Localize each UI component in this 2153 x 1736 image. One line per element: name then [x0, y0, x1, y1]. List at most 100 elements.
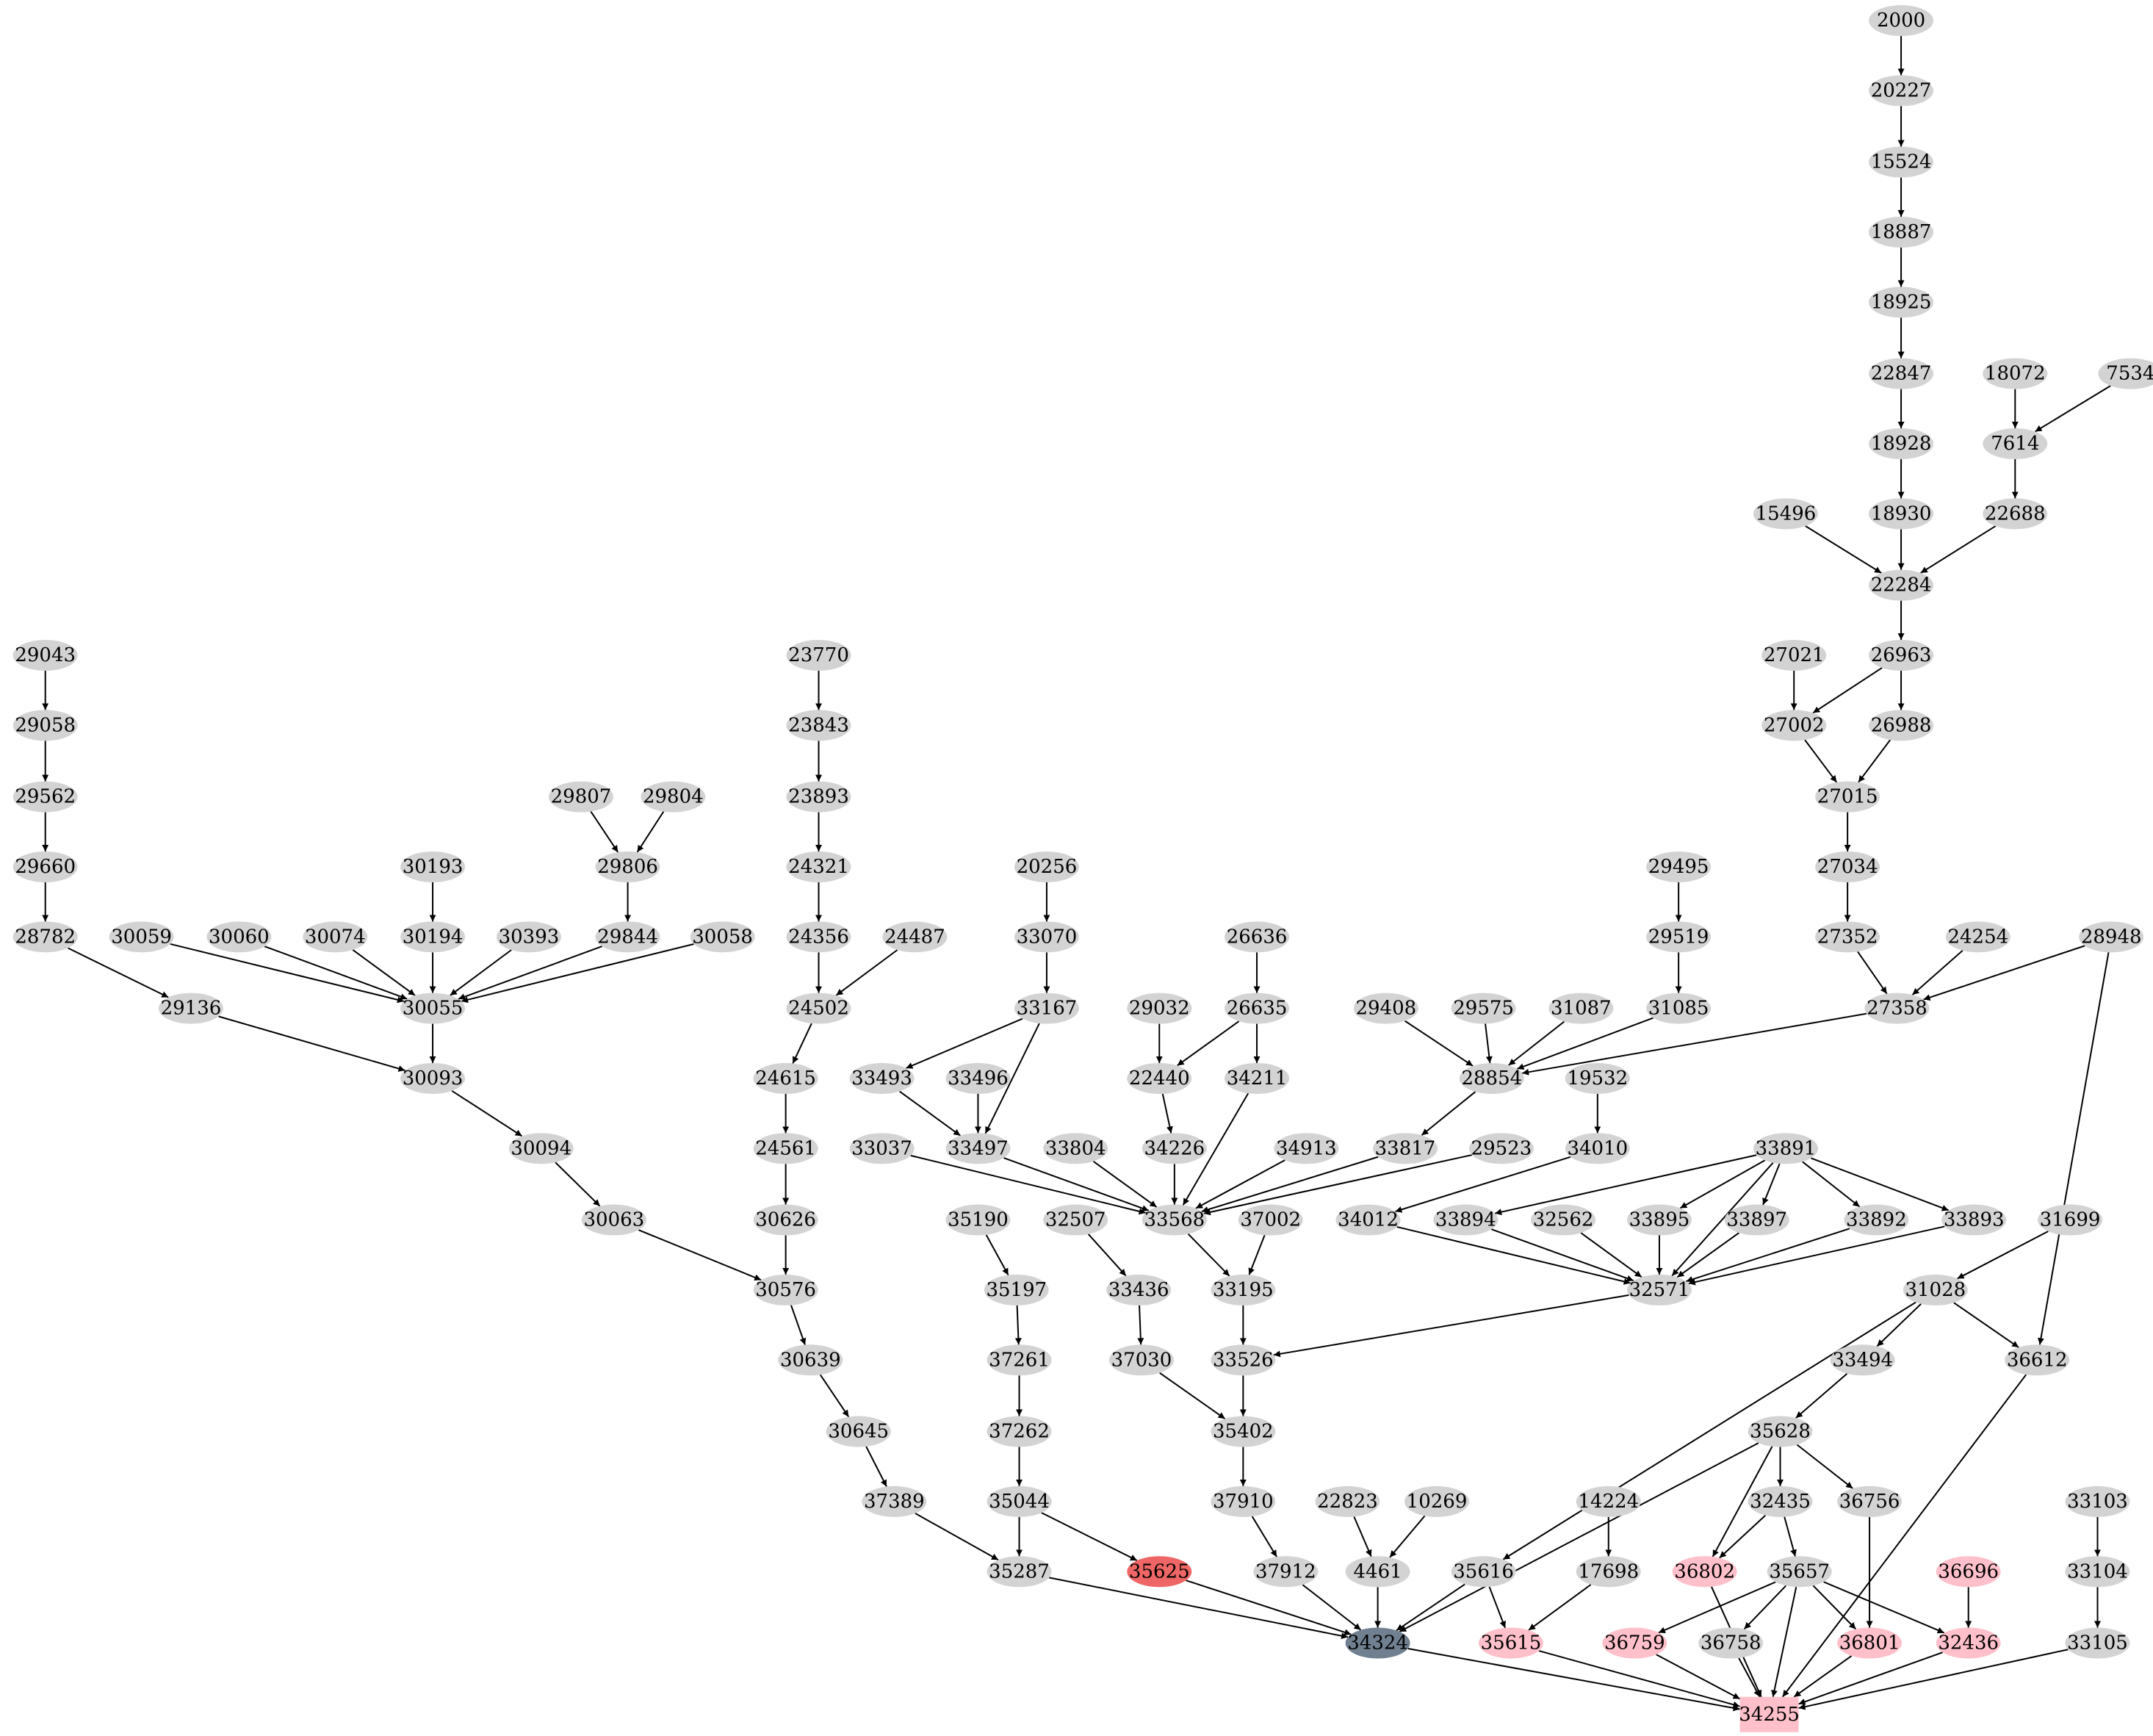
node-ellipse[interactable]	[1127, 1556, 1192, 1588]
node-ellipse[interactable]	[400, 993, 466, 1024]
graph-node-37262[interactable]: 37262	[987, 1416, 1052, 1447]
node-ellipse[interactable]	[1211, 1485, 1276, 1517]
node-ellipse[interactable]	[1626, 1204, 1692, 1236]
node-ellipse[interactable]	[1748, 1485, 1813, 1517]
node-ellipse[interactable]	[1468, 1133, 1534, 1164]
graph-node-19532[interactable]: 19532	[1565, 1062, 1630, 1094]
graph-node-22688[interactable]: 22688	[1983, 498, 2048, 530]
node-ellipse[interactable]	[753, 1133, 818, 1164]
graph-node-22823[interactable]: 22823	[1315, 1485, 1380, 1517]
node-ellipse[interactable]	[2098, 358, 2153, 389]
graph-node-30093[interactable]: 30093	[400, 1062, 466, 1094]
node-ellipse[interactable]	[1869, 639, 1934, 671]
graph-node-33804[interactable]: 33804	[1043, 1133, 1108, 1164]
node-ellipse[interactable]	[1761, 710, 1827, 741]
node-ellipse[interactable]	[945, 1204, 1011, 1236]
node-ellipse[interactable]	[987, 1556, 1052, 1588]
graph-node-31699[interactable]: 31699	[2038, 1204, 2103, 1236]
graph-node-29043[interactable]: 29043	[12, 639, 78, 671]
node-ellipse[interactable]	[1903, 1274, 1968, 1305]
graph-node-22440[interactable]: 22440	[1127, 1062, 1192, 1094]
graph-node-35044[interactable]: 35044	[987, 1485, 1052, 1517]
graph-node-32436[interactable]: 32436	[1936, 1627, 2001, 1659]
node-ellipse[interactable]	[595, 921, 660, 953]
node-ellipse[interactable]	[1459, 1062, 1524, 1094]
node-ellipse[interactable]	[778, 1344, 843, 1376]
node-ellipse[interactable]	[987, 1416, 1052, 1447]
node-ellipse[interactable]	[1576, 1556, 1641, 1588]
node-ellipse[interactable]	[945, 1133, 1011, 1164]
node-ellipse[interactable]	[1869, 358, 1934, 389]
graph-node-28782[interactable]: 28782	[12, 921, 78, 953]
node-ellipse[interactable]	[1837, 1627, 1903, 1659]
graph-node-35615[interactable]: 35615	[1479, 1627, 1543, 1659]
node-ellipse[interactable]	[206, 921, 272, 953]
graph-node-7534[interactable]: 7534	[2098, 358, 2153, 389]
graph-node-34226[interactable]: 34226	[1142, 1133, 1207, 1164]
graph-node-35657[interactable]: 35657	[1767, 1556, 1832, 1588]
graph-node-27015[interactable]: 27015	[1815, 781, 1880, 813]
graph-node-32507[interactable]: 32507	[1043, 1204, 1108, 1236]
graph-node-22284[interactable]: 22284	[1869, 569, 1934, 601]
graph-node-7614[interactable]: 7614	[1983, 428, 2048, 460]
graph-node-34255[interactable]: 34255	[1739, 1696, 1800, 1732]
graph-node-30094[interactable]: 30094	[508, 1133, 574, 1164]
node-ellipse[interactable]	[786, 993, 851, 1024]
node-ellipse[interactable]	[1983, 428, 2048, 460]
node-ellipse[interactable]	[641, 781, 706, 813]
graph-node-31087[interactable]: 31087	[1548, 993, 1614, 1024]
graph-node-32435[interactable]: 32435	[1748, 1485, 1813, 1517]
node-ellipse[interactable]	[786, 639, 851, 671]
node-ellipse[interactable]	[849, 1133, 915, 1164]
graph-node-29408[interactable]: 29408	[1353, 993, 1418, 1024]
graph-node-29032[interactable]: 29032	[1127, 993, 1192, 1024]
node-ellipse[interactable]	[1345, 1627, 1410, 1659]
graph-node-33894[interactable]: 33894	[1433, 1204, 1499, 1236]
graph-node-33892[interactable]: 33892	[1844, 1204, 1909, 1236]
graph-node-33493[interactable]: 33493	[849, 1062, 915, 1094]
graph-node-23770[interactable]: 23770	[786, 639, 851, 671]
graph-node-14224[interactable]: 14224	[1576, 1485, 1641, 1517]
node-ellipse[interactable]	[1753, 498, 1818, 530]
node-ellipse[interactable]	[1127, 993, 1192, 1024]
graph-node-33497[interactable]: 33497	[945, 1133, 1011, 1164]
node-ellipse[interactable]	[1844, 1204, 1909, 1236]
graph-node-29807[interactable]: 29807	[549, 781, 614, 813]
node-ellipse[interactable]	[12, 851, 78, 882]
graph-node-34913[interactable]: 34913	[1274, 1133, 1339, 1164]
node-ellipse[interactable]	[1748, 1416, 1813, 1447]
node-ellipse[interactable]	[1142, 1133, 1207, 1164]
node-ellipse[interactable]	[496, 921, 561, 953]
graph-node-24615[interactable]: 24615	[753, 1062, 818, 1094]
node-ellipse[interactable]	[1646, 993, 1712, 1024]
graph-node-31085[interactable]: 31085	[1646, 993, 1712, 1024]
graph-node-26963[interactable]: 26963	[1869, 639, 1934, 671]
graph-node-24561[interactable]: 24561	[753, 1133, 818, 1164]
graph-node-33891[interactable]: 33891	[1753, 1133, 1818, 1164]
node-ellipse[interactable]	[1815, 781, 1880, 813]
node-ellipse[interactable]	[581, 1204, 646, 1236]
node-ellipse[interactable]	[862, 1485, 927, 1517]
node-ellipse[interactable]	[1864, 993, 1930, 1024]
node-ellipse[interactable]	[1576, 1485, 1641, 1517]
graph-node-30063[interactable]: 30063	[581, 1204, 646, 1236]
node-ellipse[interactable]	[2065, 1485, 2130, 1517]
graph-node-29562[interactable]: 29562	[12, 781, 78, 813]
node-ellipse[interactable]	[1142, 1204, 1207, 1236]
node-box[interactable]	[1739, 1696, 1799, 1732]
graph-node-27352[interactable]: 27352	[1815, 921, 1880, 953]
graph-node-29523[interactable]: 29523	[1468, 1133, 1534, 1164]
node-ellipse[interactable]	[1451, 1556, 1516, 1588]
graph-node-36696[interactable]: 36696	[1936, 1556, 2001, 1588]
graph-node-33195[interactable]: 33195	[1211, 1274, 1276, 1305]
graph-node-18887[interactable]: 18887	[1869, 217, 1934, 248]
graph-node-37389[interactable]: 37389	[862, 1485, 927, 1517]
graph-node-30060[interactable]: 30060	[206, 921, 272, 953]
node-ellipse[interactable]	[753, 1062, 818, 1094]
node-ellipse[interactable]	[1761, 639, 1827, 671]
graph-node-35197[interactable]: 35197	[984, 1274, 1049, 1305]
node-ellipse[interactable]	[1315, 1485, 1380, 1517]
graph-node-35625[interactable]: 35625	[1127, 1556, 1192, 1588]
node-ellipse[interactable]	[1869, 287, 1934, 318]
graph-node-29519[interactable]: 29519	[1646, 921, 1712, 953]
